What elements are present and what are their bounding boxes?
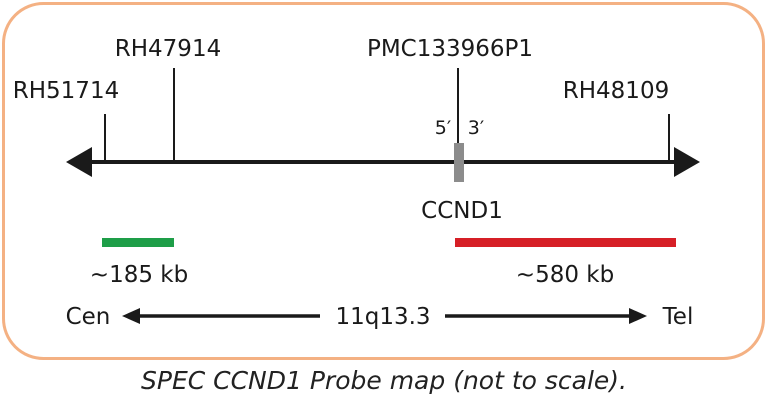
probe-map-diagram: RH51714 RH47914 PMC133966P1 RH48109 5′ 3… — [2, 2, 765, 360]
green-probe-size: ~185 kb — [90, 262, 188, 288]
red-probe-size: ~580 kb — [516, 262, 614, 288]
gene-ccnd1-block — [454, 143, 464, 182]
three-prime-label: 3′ — [468, 117, 484, 139]
left-arrowhead — [66, 147, 92, 177]
orientation-right-arrowhead — [629, 308, 647, 324]
marker-label-rh47914: RH47914 — [115, 36, 221, 62]
cen-label: Cen — [66, 304, 111, 330]
five-prime-label: 5′ — [435, 117, 451, 139]
band-label: 11q13.3 — [335, 304, 430, 330]
green-probe-bar — [102, 238, 174, 247]
map-border — [2, 2, 765, 360]
right-arrowhead — [674, 147, 700, 177]
marker-label-rh51714: RH51714 — [13, 78, 119, 104]
marker-label-rh48109: RH48109 — [563, 78, 669, 104]
red-probe-bar — [455, 238, 676, 247]
gene-name-label: CCND1 — [421, 198, 503, 224]
figure-caption: SPEC CCND1 Probe map (not to scale). — [141, 366, 627, 395]
marker-label-pmc: PMC133966P1 — [367, 36, 533, 62]
orientation-left-arrowhead — [122, 308, 140, 324]
tel-label: Tel — [662, 304, 694, 330]
